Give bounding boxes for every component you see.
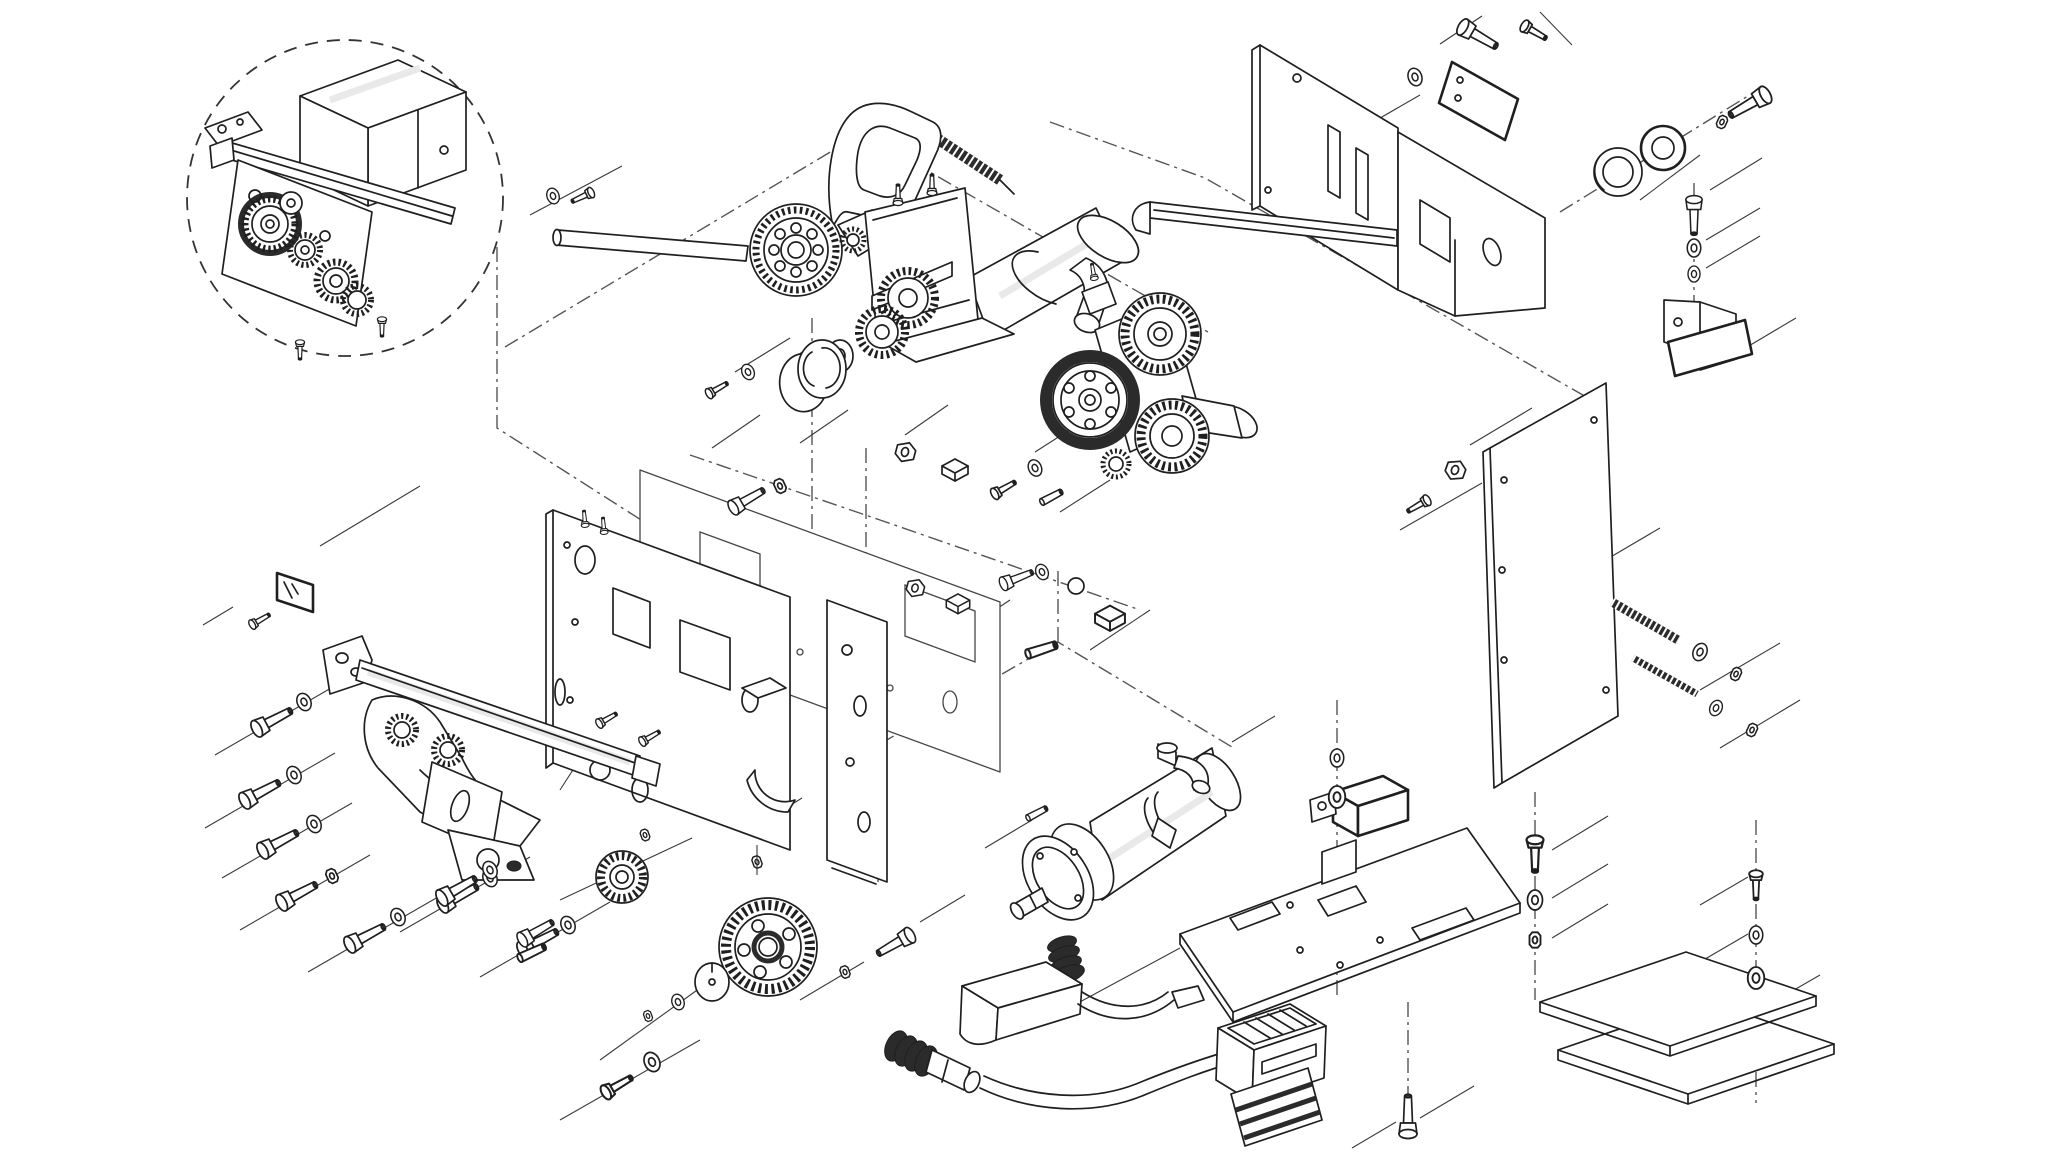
bearing-balls <box>768 222 824 278</box>
idler-pulley <box>749 203 867 297</box>
adjusting-rods <box>1609 598 1760 739</box>
drive-gears <box>778 261 953 413</box>
cap-screw <box>1453 16 1503 56</box>
connector-plug <box>884 1030 1275 1110</box>
side-panel <box>1482 382 1619 789</box>
stiffener-plate <box>741 599 888 885</box>
right-hardware-column <box>1663 83 1776 378</box>
washer <box>1404 65 1426 89</box>
foot-screw <box>376 316 388 338</box>
flat-screw <box>1517 17 1551 46</box>
small-plate <box>1666 318 1754 378</box>
float-hardware <box>543 185 597 208</box>
key-shaft <box>552 228 749 262</box>
detail-view <box>186 39 504 361</box>
drive-roll-gear <box>718 897 818 997</box>
gear-cluster <box>1040 262 1258 480</box>
connector-boot <box>959 935 1205 1046</box>
control-box <box>1215 1003 1327 1147</box>
cover-plates <box>1539 951 1835 1105</box>
motor-pin <box>1024 804 1050 823</box>
center-hardware <box>703 361 1126 661</box>
pressure-arm <box>322 635 664 881</box>
bearing-set <box>1593 124 1687 197</box>
base-plate <box>1179 748 1521 1140</box>
rear-panel <box>1251 44 1399 291</box>
terminal-block <box>1309 774 1410 838</box>
hinge-rail <box>1131 201 1398 247</box>
cover-plate-small <box>1437 60 1520 142</box>
knurled-roller <box>595 850 649 904</box>
side-clevis <box>1403 456 1469 518</box>
corner-bracket <box>1397 131 1546 317</box>
insulator-plate <box>246 571 315 632</box>
feed-motor <box>1009 742 1242 921</box>
bottom-hardware <box>432 827 919 1103</box>
